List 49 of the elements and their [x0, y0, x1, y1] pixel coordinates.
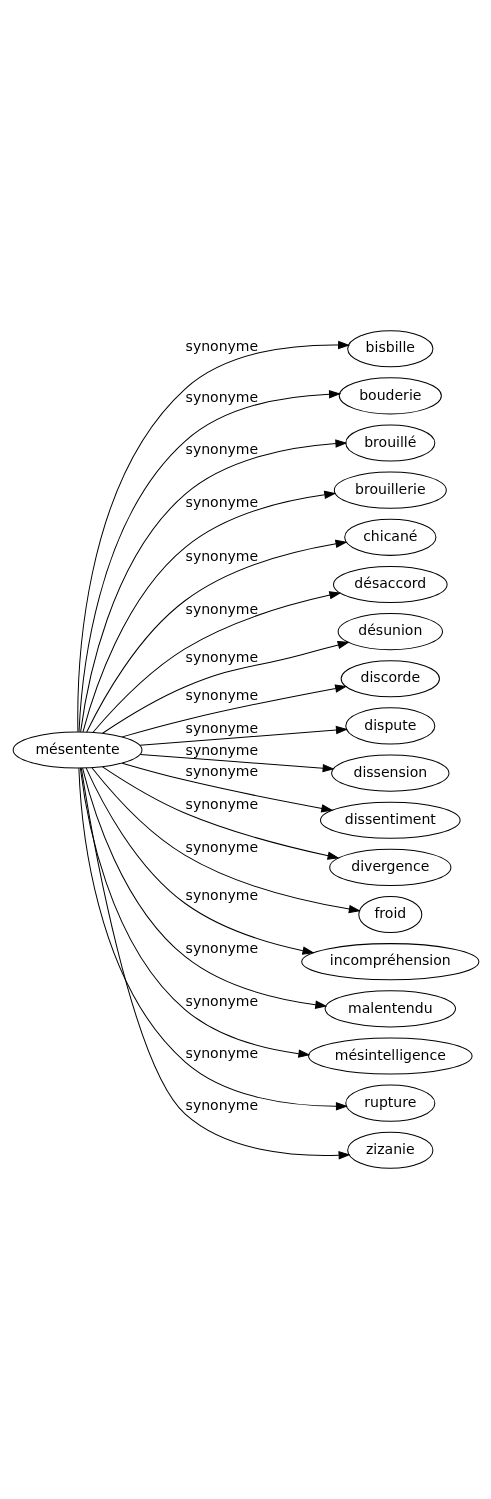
node-ellipse: dispute	[344, 707, 435, 745]
edge-label: synonyme	[185, 720, 258, 737]
edge-label: synonyme	[185, 993, 258, 1010]
node-ellipse: dissension	[330, 754, 449, 792]
edge-label: synonyme	[185, 441, 258, 458]
arrow	[79, 439, 346, 733]
node-ellipse: malentendu	[324, 990, 456, 1028]
edge-label: synonyme	[185, 796, 258, 813]
arrow	[139, 754, 334, 773]
arrow	[101, 640, 349, 734]
node-ellipse: chicané	[343, 518, 436, 556]
edge-label: synonyme	[185, 886, 258, 903]
arrow	[81, 767, 326, 1009]
arrow	[138, 726, 347, 746]
edge-label: synonyme	[185, 1045, 258, 1062]
arrow	[85, 539, 347, 733]
node-ellipse: mésentente	[12, 731, 142, 769]
edge-label: synonyme	[185, 600, 258, 617]
arrow	[92, 591, 340, 733]
node-ellipse: brouillé	[344, 424, 435, 462]
edge-label: synonyme	[185, 337, 258, 354]
node-ellipse: rupture	[344, 1084, 435, 1122]
arrow	[121, 762, 332, 813]
edge-label: synonyme	[185, 838, 258, 855]
edge-label: synonyme	[185, 547, 258, 564]
edge-label: synonyme	[185, 648, 258, 665]
arrow	[121, 684, 346, 738]
arrow	[81, 490, 335, 733]
arrow	[91, 767, 360, 914]
arrow	[78, 390, 340, 733]
node-ellipse: brouillerie	[333, 471, 447, 509]
node-ellipse: mésintelligence	[307, 1037, 473, 1075]
edge-label: synonyme	[185, 939, 258, 956]
node-ellipse: froid	[357, 895, 422, 934]
node-ellipse: bouderie	[338, 377, 442, 415]
edge-label: synonyme	[185, 389, 258, 406]
arrow	[79, 767, 309, 1058]
arrow	[76, 340, 349, 733]
arrow	[85, 767, 314, 955]
edge-label: synonyme	[185, 687, 258, 704]
node-ellipse: zizanie	[346, 1131, 433, 1169]
node-ellipse: désaccord	[332, 565, 448, 604]
node-ellipse: bisbille	[346, 330, 433, 368]
arrow	[101, 766, 339, 860]
node-ellipse: discorde	[340, 660, 440, 698]
edge-label: synonyme	[185, 1097, 258, 1114]
edge-label: synonyme	[185, 494, 258, 511]
edge-label: synonyme	[185, 763, 258, 780]
edge-label: synonyme	[185, 742, 258, 759]
